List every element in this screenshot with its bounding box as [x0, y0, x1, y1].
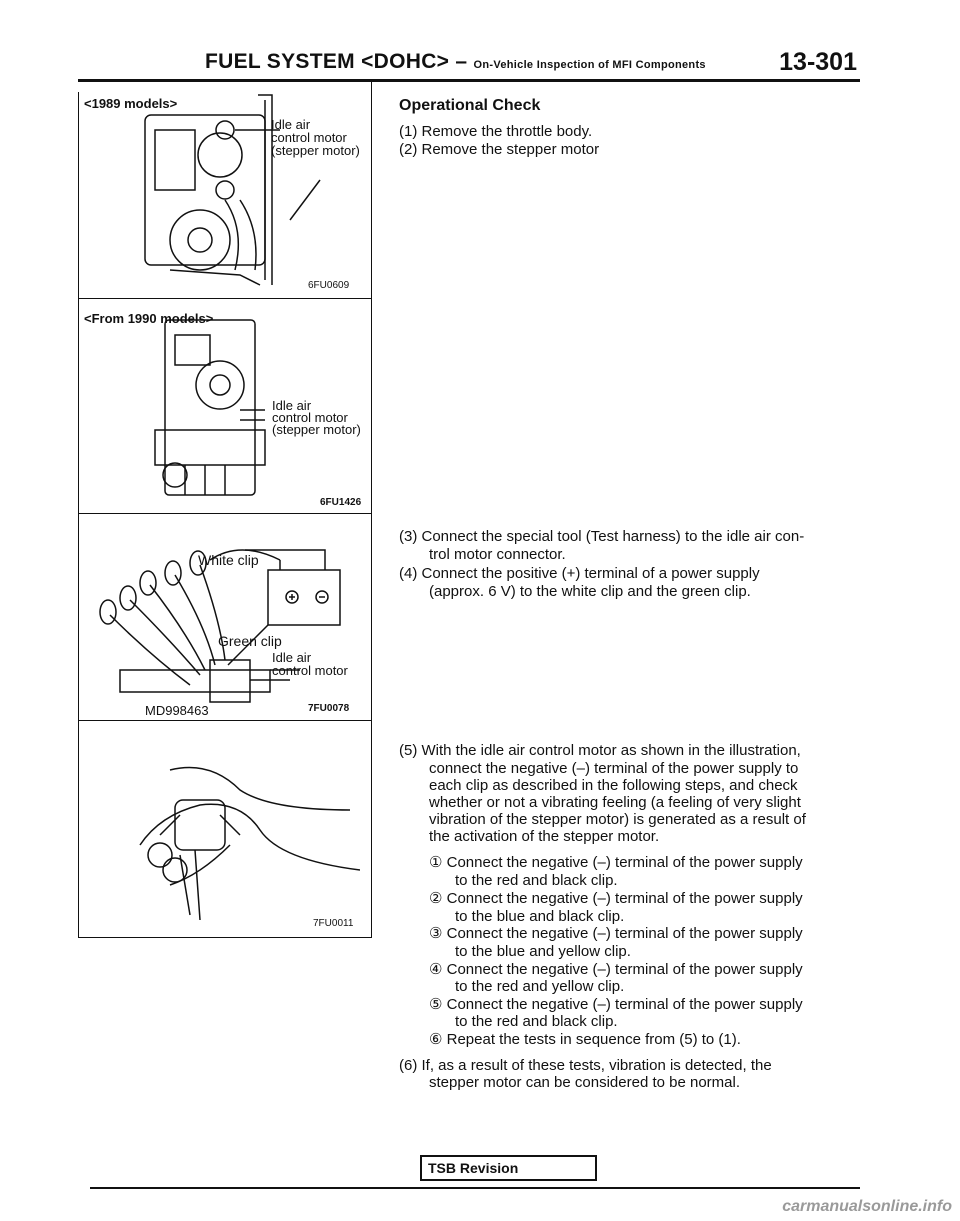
- figure-2-throttle-body-illustration: [154, 319, 266, 496]
- substep-5: ⑤ Connect the negative (–) terminal of t…: [429, 996, 803, 1013]
- tsb-revision-box: TSB Revision: [420, 1155, 597, 1181]
- figure-3-test-harness-illustration: [99, 549, 341, 703]
- figure-3-motor-label: Idle air control motor: [272, 651, 348, 677]
- figure-3-motor-label-line-2: control motor: [272, 663, 348, 678]
- step-6-cont: stepper motor can be considered to be no…: [429, 1074, 741, 1091]
- section-heading: Operational Check: [399, 97, 541, 114]
- substep-4: ④ Connect the negative (–) terminal of t…: [429, 961, 803, 978]
- substep-1-cont: to the red and black clip.: [455, 872, 618, 889]
- figure-1-callout-line-2: control motor: [271, 130, 347, 145]
- step-4: (4) Connect the positive (+) terminal of…: [399, 565, 760, 582]
- figure-4-code: 7FU0011: [313, 918, 354, 929]
- figure-3-motor-label-line-1: Idle air: [272, 650, 312, 665]
- figure-2-callout-line-3: (stepper motor): [272, 422, 361, 437]
- substep-4-cont: to the red and yellow clip.: [455, 978, 625, 995]
- page-number: 13-301: [779, 48, 857, 76]
- figure-1-callout: Idle air control motor (stepper motor): [271, 118, 360, 157]
- substep-2: ② Connect the negative (–) terminal of t…: [429, 890, 803, 907]
- figure-1-code: 6FU0609: [308, 280, 350, 291]
- substep-3: ③ Connect the negative (–) terminal of t…: [429, 925, 803, 942]
- page-header: FUEL SYSTEM <DOHC> – On-Vehicle Inspecti…: [205, 50, 706, 74]
- step-5-line-2: connect the negative (–) terminal of the…: [429, 760, 799, 777]
- figure-4-hand-holding-motor-illustration: [139, 766, 360, 921]
- header-dash: –: [455, 50, 468, 73]
- step-5: (5) With the idle air control motor as s…: [399, 742, 801, 759]
- substep-3-cont: to the blue and yellow clip.: [455, 943, 631, 960]
- figure-1-throttle-body-illustration: [144, 94, 321, 286]
- step-6: (6) If, as a result of these tests, vibr…: [399, 1057, 772, 1074]
- step-3-cont: trol motor connector.: [429, 546, 566, 563]
- left-column-border: [78, 92, 79, 937]
- bottom-rule: [90, 1187, 860, 1189]
- step-3: (3) Connect the special tool (Test harne…: [399, 528, 805, 545]
- step-5-line-6: the activation of the stepper motor.: [429, 828, 660, 845]
- column-divider: [371, 82, 372, 938]
- step-5-line-5: vibration of the stepper motor) is gener…: [429, 811, 806, 828]
- figure-3-tool-label: MD998463: [145, 703, 209, 718]
- substep-1: ① Connect the negative (–) terminal of t…: [429, 854, 803, 871]
- header-subtitle: On-Vehicle Inspection of MFI Components: [473, 59, 706, 71]
- figure-separator-2: [78, 513, 372, 514]
- figure-2-callout-line-1: Idle air: [272, 398, 312, 413]
- figure-separator-3: [78, 720, 372, 721]
- step-4-cont: (approx. 6 V) to the white clip and the …: [429, 583, 751, 600]
- header-rule: [78, 79, 860, 82]
- substep-6: ⑥ Repeat the tests in sequence from (5) …: [429, 1031, 741, 1048]
- figure-1-callout-line-3: (stepper motor): [271, 143, 360, 158]
- substep-2-cont: to the blue and black clip.: [455, 908, 625, 925]
- figure-2-code: 6FU1426: [320, 497, 362, 508]
- figure-2-model-label: <From 1990 models>: [84, 311, 214, 326]
- step-2: (2) Remove the stepper motor: [399, 141, 600, 158]
- step-5-line-3: each clip as described in the following …: [429, 777, 798, 794]
- figure-3-code: 7FU0078: [308, 703, 350, 714]
- figure-separator-1: [78, 298, 372, 299]
- figure-3-green-clip-label: Green clip: [218, 633, 282, 649]
- figure-2-callout: Idle air control motor (stepper motor): [272, 398, 361, 437]
- header-title: FUEL SYSTEM <DOHC>: [205, 50, 450, 73]
- figure-2-callout-line-2: control motor: [272, 410, 348, 425]
- step-5-line-4: whether or not a vibrating feeling (a fe…: [429, 794, 801, 811]
- figure-1-model-label: <1989 models>: [84, 96, 178, 111]
- figure-bottom: [78, 937, 372, 938]
- substep-5-cont: to the red and black clip.: [455, 1013, 618, 1030]
- figure-3-white-clip-label: White clip: [198, 552, 259, 568]
- figure-1-callout-line-1: Idle air: [271, 117, 311, 132]
- step-1: (1) Remove the throttle body.: [399, 123, 593, 140]
- watermark: carmanualsonline.info: [782, 1198, 952, 1215]
